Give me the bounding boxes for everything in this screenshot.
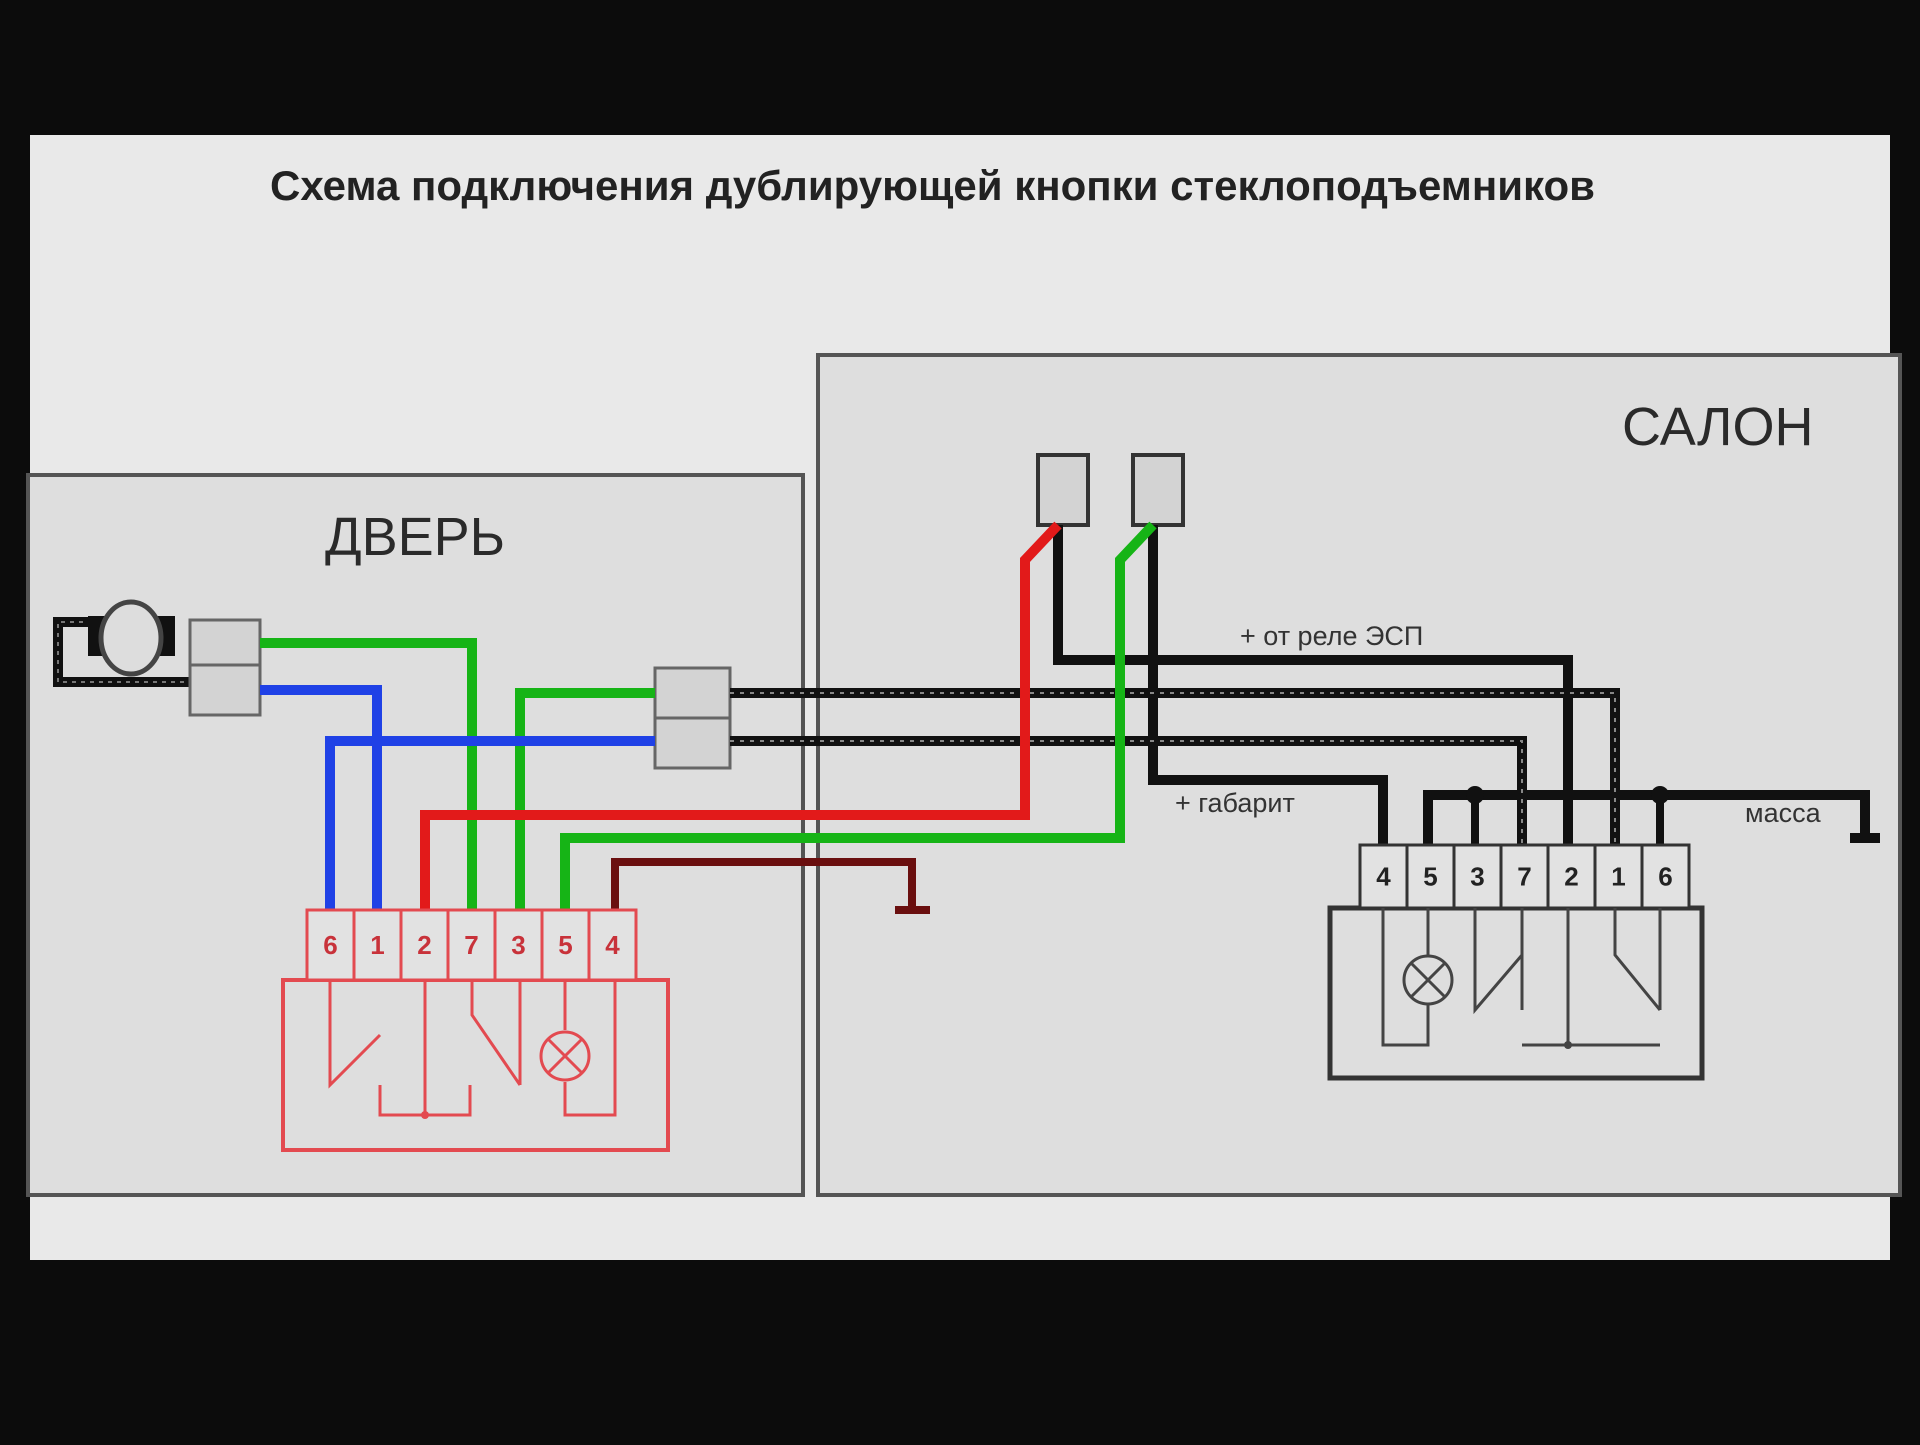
door-switch: 6 1 2 7 3 5 4	[281, 908, 670, 1152]
blue-wires	[260, 685, 655, 910]
terminal-pin-label: 7	[1517, 862, 1531, 892]
terminal-pin-label: 2	[1564, 862, 1578, 892]
terminal-pin-label: 5	[1423, 862, 1437, 892]
terminal-pin-label: 3	[1470, 862, 1484, 892]
door-wire-connector	[653, 666, 732, 770]
gabarit-label: + габарит	[1175, 788, 1295, 818]
terminal-pin	[493, 908, 544, 982]
red-wire	[420, 521, 1062, 910]
dark-red-ground-wire	[611, 858, 930, 914]
door-switch-pins: 6 1 2 7 3 5 4	[305, 908, 638, 982]
terminal-pin	[1452, 843, 1503, 910]
terminal-pin-label: 7	[464, 930, 478, 960]
terminal-pin	[1640, 843, 1691, 910]
green-wires	[260, 521, 1157, 910]
cabin-top-connectors	[1036, 453, 1185, 527]
terminal-pin-label: 3	[511, 930, 525, 960]
terminal-pin	[1405, 843, 1456, 910]
lamp-icon	[1402, 954, 1454, 1006]
cabin-zone-label: САЛОН	[1622, 397, 1813, 457]
terminal-pin-label: 6	[323, 930, 337, 960]
junction-dot	[1466, 786, 1484, 804]
terminal-pin	[587, 908, 638, 982]
relay-label: + от реле ЭСП	[1240, 621, 1423, 651]
motor-connector	[188, 618, 262, 717]
junction-dot	[1651, 786, 1669, 804]
terminal-pin	[399, 908, 450, 982]
terminal-pin-label: 1	[370, 930, 384, 960]
black-wire-highlights	[730, 692, 1616, 845]
diagram-title: Схема подключения дублирующей кнопки сте…	[270, 162, 1595, 209]
door-zone-label: ДВЕРЬ	[325, 507, 505, 567]
terminal-pin-label: 2	[417, 930, 431, 960]
terminal-pin	[540, 908, 591, 982]
terminal-pin-label: 6	[1658, 862, 1672, 892]
terminal-pin	[305, 908, 356, 982]
cabin-switch-pins: 4 5 3 7 2 1 6	[1358, 843, 1691, 910]
terminal-pin-label: 4	[605, 930, 620, 960]
terminal-pin-label: 5	[558, 930, 572, 960]
terminal-pin-label: 1	[1611, 862, 1625, 892]
terminal-pin-label: 4	[1376, 862, 1391, 892]
cabin-switch: 4 5 3 7 2 1 6	[1327, 843, 1705, 1081]
terminal-pin	[1358, 843, 1409, 910]
mass-label: масса	[1745, 798, 1822, 828]
lamp-icon	[539, 1030, 591, 1082]
terminal-pin	[1593, 843, 1644, 910]
